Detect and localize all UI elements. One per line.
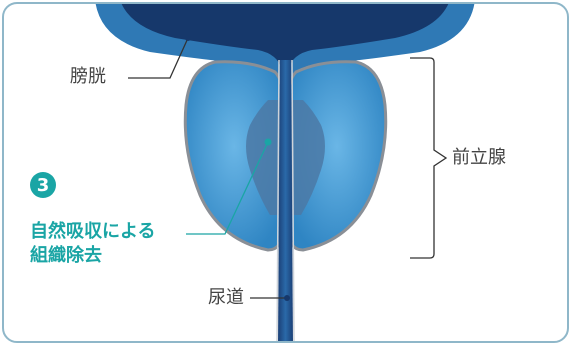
- urethra-label: 尿道: [208, 289, 244, 307]
- bladder-label: 膀胱: [70, 68, 106, 86]
- bladder-dot: [185, 35, 191, 41]
- urethra-dot: [284, 295, 290, 301]
- treatment-label-line1: 自然吸収による: [30, 223, 155, 241]
- prostate-bracket: [410, 58, 446, 258]
- bladder-inner: [120, 0, 450, 70]
- step-number-badge: 3: [30, 172, 56, 198]
- treatment-dot: [265, 139, 272, 146]
- prostate-label: 前立腺: [452, 149, 506, 167]
- treatment-label-line2: 組織除去: [30, 247, 102, 265]
- urethra-channel: [278, 60, 293, 345]
